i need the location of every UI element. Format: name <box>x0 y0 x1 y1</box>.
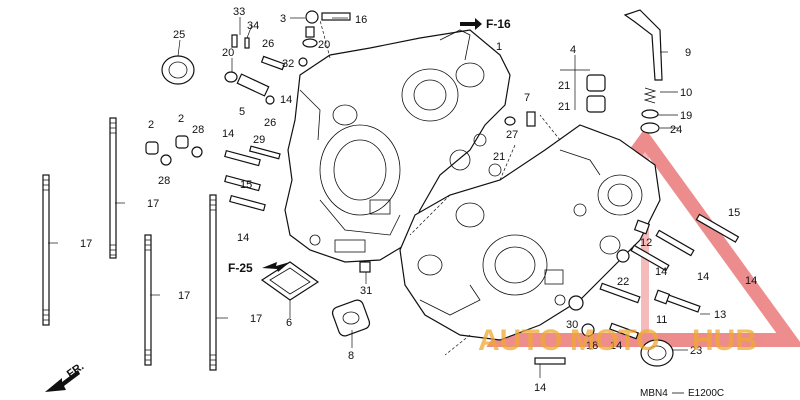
front-label: FR. <box>65 360 86 380</box>
callout-1: 1 <box>496 41 502 53</box>
alignment-lines <box>319 19 561 356</box>
stud-bolt-d <box>209 194 217 371</box>
callout-9: 9 <box>685 47 691 59</box>
diagram-code-left: MBN4 <box>640 388 668 399</box>
left-crankcase <box>284 29 511 263</box>
callout-28a: 28 <box>192 124 204 136</box>
callout-31: 31 <box>360 285 372 297</box>
callout-4: 4 <box>570 44 576 56</box>
callout-7: 7 <box>524 92 530 104</box>
svg-text:F-25: F-25 <box>228 261 253 275</box>
callout-14d: 14 <box>655 266 667 278</box>
callout-30: 30 <box>566 319 578 331</box>
callout-8: 8 <box>348 350 354 362</box>
callout-27: 27 <box>506 129 518 141</box>
reference-f16: F-16 <box>460 17 511 31</box>
callout-33: 33 <box>233 6 245 18</box>
callout-14h: 14 <box>534 382 546 394</box>
callout-3: 3 <box>280 13 286 25</box>
reference-f25: F-25 <box>228 261 290 275</box>
small-parts <box>145 9 740 367</box>
stud-bolt-c <box>144 234 152 366</box>
callout-5: 5 <box>239 106 245 118</box>
callout-15a: 15 <box>240 179 252 191</box>
callout-21c: 21 <box>493 151 505 163</box>
callout-14g: 14 <box>610 340 622 352</box>
callout-13: 13 <box>714 309 726 321</box>
watermark-text: AUTO MOTO HUB <box>478 324 757 357</box>
callout-15b: 15 <box>728 207 740 219</box>
callout-14b: 14 <box>222 128 234 140</box>
callout-12: 12 <box>640 237 652 249</box>
callout-32: 32 <box>282 58 294 70</box>
callout-26a: 26 <box>262 38 274 50</box>
callout-10: 10 <box>680 87 692 99</box>
callout-24: 24 <box>670 124 682 136</box>
callout-18: 18 <box>586 340 598 352</box>
front-arrow-icon: FR. <box>45 360 86 392</box>
callout-17a: 17 <box>147 198 159 210</box>
callout-25: 25 <box>173 29 185 41</box>
callout-21b: 21 <box>558 101 570 113</box>
callout-29: 29 <box>253 134 265 146</box>
callout-17b: 17 <box>80 238 92 250</box>
callout-14c: 14 <box>237 232 249 244</box>
callout-22: 22 <box>617 276 629 288</box>
stud-bolt-a <box>42 174 50 326</box>
callout-28b: 28 <box>158 175 170 187</box>
stud-bolt-b <box>109 117 117 259</box>
callout-labels: 33 34 3 16 20 20 26 32 14 5 26 25 1 4 21… <box>80 6 757 394</box>
callout-17d: 17 <box>250 313 262 325</box>
leader-lines <box>48 17 710 378</box>
callout-14e: 14 <box>697 271 709 283</box>
callout-21a: 21 <box>558 80 570 92</box>
callout-2a: 2 <box>148 119 154 131</box>
svg-text:MOTO: MOTO <box>570 324 659 357</box>
callout-34: 34 <box>247 20 259 32</box>
callout-11: 11 <box>656 314 667 326</box>
svg-text:F-16: F-16 <box>486 17 511 31</box>
callout-14a: 14 <box>280 94 292 106</box>
stud-bolts <box>42 117 217 371</box>
diagram-code-right: E1200C <box>688 388 724 399</box>
svg-text:AUTO: AUTO <box>478 324 562 357</box>
callout-2b: 2 <box>178 113 184 125</box>
callout-26b: 26 <box>264 117 276 129</box>
callout-16: 16 <box>355 14 367 26</box>
callout-6: 6 <box>286 317 292 329</box>
svg-text:HUB: HUB <box>692 324 757 357</box>
callout-20a: 20 <box>318 39 330 51</box>
callout-23: 23 <box>690 345 702 357</box>
callout-17c: 17 <box>178 290 190 302</box>
callout-14f: 14 <box>745 275 757 287</box>
callout-20b: 20 <box>222 47 234 59</box>
callout-19: 19 <box>680 110 692 122</box>
